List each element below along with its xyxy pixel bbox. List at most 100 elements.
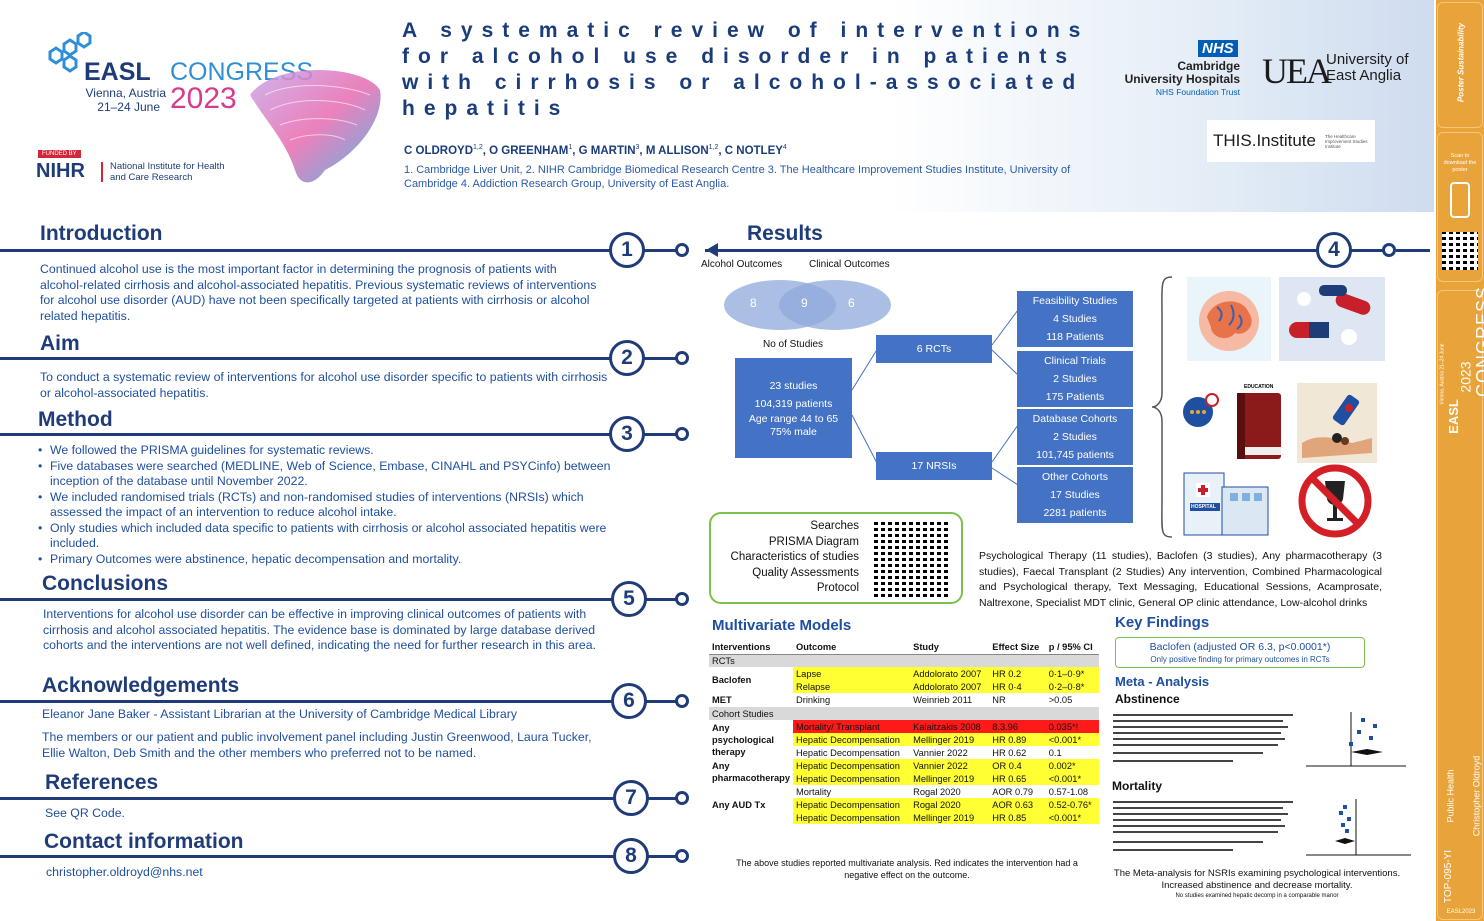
multivariate-title: Multivariate Models	[712, 617, 852, 634]
congress-year: 2023	[170, 82, 237, 115]
table-cell: Addolorato 2007	[910, 667, 990, 680]
introduction-text: Continued alcohol use is the most import…	[40, 262, 597, 323]
table-cell: HR 0.65	[989, 772, 1046, 785]
venn-right-value: 6	[848, 296, 855, 310]
congress-location: Vienna, Austria	[85, 86, 166, 100]
table-intervention-cell: Any AUD Tx	[712, 799, 766, 810]
side-code: TOP-095-YI	[1443, 849, 1455, 904]
sidebar: Poster Sustainability Scan to download t…	[1410, 0, 1484, 921]
table-cell: Relapse	[793, 680, 911, 693]
qr-info-box	[709, 512, 963, 604]
connector-dot	[675, 791, 689, 805]
table-cell: Hepatic Decompensation	[793, 772, 911, 785]
education-book-icon	[1229, 383, 1289, 465]
meta-caption-3: No studies examined hepatic decomp in a …	[1175, 893, 1339, 899]
feasibility-studies: 4 Studies	[1053, 313, 1097, 325]
conclusions-title: Conclusions	[42, 572, 169, 595]
database-cohorts-title: Database Cohorts	[1032, 413, 1118, 425]
nihr-logo: NIHR	[36, 160, 85, 182]
brain-icon	[1187, 277, 1271, 361]
feasibility-title: Feasibility Studies	[1032, 295, 1118, 307]
total-studies-box: 23 studies 104,319 patients Age range 44…	[735, 358, 852, 458]
multivariate-note: The above studies reported multivariate …	[736, 858, 1078, 880]
total-studies: 23 studies	[769, 380, 818, 392]
table-header-cell: Outcome	[793, 641, 911, 655]
rct-box: 6 RCTs	[876, 335, 992, 363]
table-cell: HR 0.62	[992, 747, 1027, 758]
connector-dot	[675, 694, 689, 708]
abstinence-label: Abstinence	[1115, 692, 1180, 706]
conclusions-text: Interventions for alcohol use disorder c…	[43, 607, 597, 652]
table-cell: AOR 0.63	[989, 798, 1046, 811]
connector-dot	[1382, 243, 1396, 257]
table-group-cell: Cohort Studies	[709, 707, 1099, 720]
conclusions-line	[0, 598, 676, 601]
table-cell: Mortality	[796, 786, 832, 797]
contact-email[interactable]: christopher.oldroyd@nhs.net	[46, 865, 203, 879]
other-cohorts-patients: 2281 patients	[1043, 507, 1107, 519]
poster-title: A systematic review of interventions for…	[402, 19, 1090, 120]
aim-title: Aim	[40, 332, 80, 355]
venn-caption: No of Studies	[763, 339, 824, 350]
venn-left-value: 8	[750, 296, 757, 310]
hospital-label: HOSPITAL	[1191, 504, 1216, 510]
header-background	[0, 0, 1434, 212]
sponsor-text: Poster Sustainability	[1456, 22, 1466, 103]
section-number-2: 2	[609, 340, 645, 376]
scan-text: Scan to download the poster	[1443, 153, 1477, 173]
table-cell: Lapse	[793, 667, 911, 680]
uea-logo: UEA	[1262, 51, 1332, 91]
interventions-text: Psychological Therapy (11 studies), Bacl…	[979, 550, 1382, 609]
venn-left-label: Alcohol Outcomes	[701, 259, 783, 270]
author-affiliation-mark: 1	[568, 144, 573, 151]
author-affiliation-mark: 3	[635, 144, 640, 151]
section-number-7: 7	[613, 780, 649, 816]
acknowledgements-text-2: The members or our patient and public in…	[42, 730, 592, 760]
table-intervention-cell: MET	[712, 695, 732, 705]
table-intervention-cell: Baclofen	[712, 675, 752, 685]
author-name: C NOTLEY	[724, 144, 783, 157]
flow-connectors	[851, 309, 1019, 486]
table-cell: Vannier 2022	[913, 747, 968, 758]
table-cell: Mortality/ Transplant	[793, 720, 911, 733]
qr-list-item: Searches	[810, 520, 859, 532]
hand-pills-icon	[1297, 383, 1377, 463]
introduction-line	[0, 249, 676, 252]
table-cell: <0.001*	[1045, 811, 1099, 824]
cuh-name-2: University Hospitals	[1124, 72, 1240, 86]
qr-list-item: Protocol	[816, 582, 859, 595]
qr-code-icon[interactable]	[874, 519, 950, 597]
table-cell: Weinrieb 2011	[913, 695, 973, 705]
introduction-title: Introduction	[40, 222, 163, 245]
side-year: 2023	[1457, 361, 1474, 393]
this-institute-logo: THIS.Institute	[1213, 131, 1316, 150]
references-line	[0, 797, 676, 800]
clinical-trials-patients: 175 Patients	[1045, 391, 1105, 403]
this-institute-panel	[1207, 120, 1375, 162]
author-name: M ALLISON	[645, 144, 709, 157]
download-qr-icon[interactable]	[1442, 232, 1478, 270]
male-percent: 75% male	[770, 426, 817, 438]
meta-caption-2: Increased abstinence and decrease mortal…	[1161, 880, 1353, 891]
table-cell: 0·1–0·9*	[1045, 667, 1099, 680]
connector-dot	[675, 592, 689, 606]
download-panel: Scan to download the poster	[1437, 132, 1483, 282]
table-cell: OR 0.4	[989, 759, 1046, 772]
author-name: G MARTIN	[578, 144, 636, 157]
table-cell: HR 0.89	[989, 733, 1046, 746]
table-cell: NR	[992, 695, 1006, 705]
total-patients: 104,319 patients	[754, 398, 833, 410]
author-affiliation-mark: 4	[782, 144, 787, 151]
phone-icon	[1450, 182, 1470, 218]
info-panel: CONGRESS 2023 EASL Vienna, Austria 21–24…	[1410, 286, 1484, 920]
side-topic: Public Health	[1445, 769, 1456, 823]
uea-name-1: University of	[1326, 51, 1409, 68]
table-cell: HR 0.85	[989, 811, 1046, 824]
feasibility-patients: 118 Patients	[1046, 331, 1104, 343]
